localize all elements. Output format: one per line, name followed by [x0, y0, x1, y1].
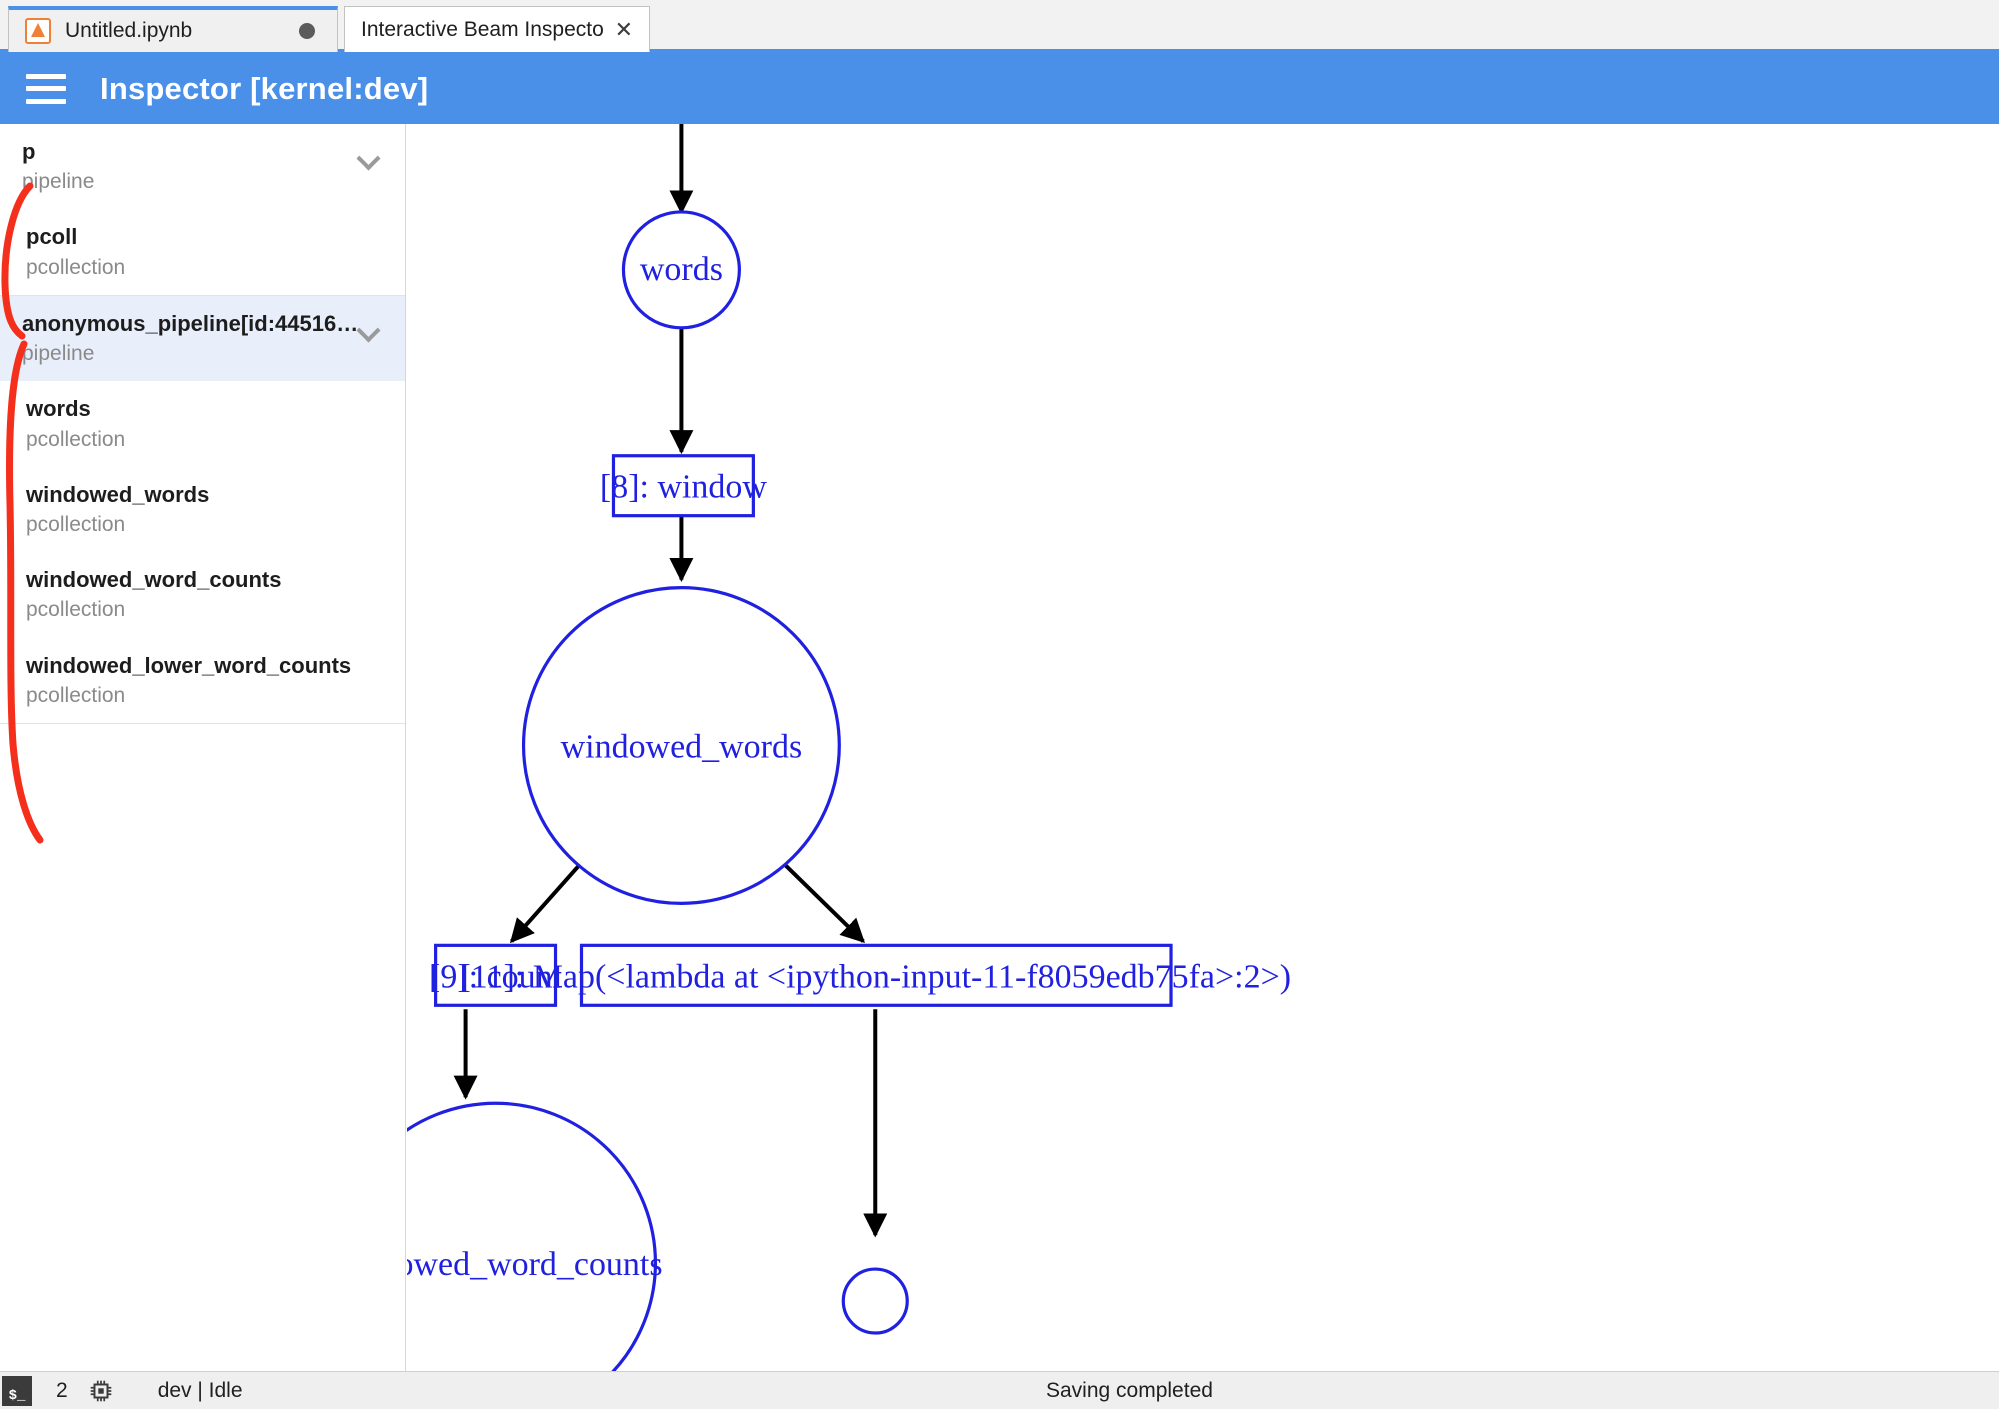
- sidebar-item-pcoll[interactable]: pcoll pcollection: [0, 209, 405, 294]
- sidebar-item-name: p: [22, 139, 36, 164]
- sidebar-item-windowed-lower-word-counts[interactable]: windowed_lower_word_counts pcollection: [0, 638, 405, 723]
- tab-bar-underline: [0, 49, 1999, 54]
- kernel-status[interactable]: dev | Idle: [157, 1378, 243, 1402]
- terminal-count: 2: [56, 1378, 68, 1402]
- page-title: Inspector [kernel:dev]: [100, 70, 429, 106]
- graph-node-window[interactable]: [8]: window: [600, 454, 767, 518]
- chip-icon-svg: [90, 1380, 111, 1401]
- graph-node-windowed-word-counts[interactable]: windowed_word_counts: [407, 1101, 663, 1371]
- inspector-header: Inspector [kernel:dev]: [0, 53, 1999, 124]
- sidebar-item-type: pcollection: [26, 512, 126, 536]
- graph-node-map[interactable]: [11]: Map(<lambda at <ipython-input-11-f…: [459, 943, 1291, 1007]
- sidebar-item-type: pipeline: [22, 342, 95, 366]
- tab-untitled-ipynb[interactable]: Untitled.ipynb: [8, 6, 338, 52]
- sidebar-item-name: pcoll: [26, 224, 78, 250]
- sidebar-item-windowed-word-counts[interactable]: windowed_word_counts pcollection: [0, 552, 405, 637]
- sidebar-item-type: pipeline: [22, 170, 95, 194]
- graph-node-label: [9]: count: [429, 958, 563, 995]
- graph-node-label: words: [640, 251, 723, 288]
- graph-node-label: [11]: Map(<lambda at <ipython-input-11-f…: [459, 958, 1291, 995]
- graph-node-words[interactable]: words: [621, 210, 741, 330]
- sidebar-item-windowed-words[interactable]: windowed_words pcollection: [0, 467, 405, 552]
- sidebar-item-type: pcollection: [26, 683, 126, 707]
- sidebar-item-p[interactable]: p pipeline: [0, 124, 405, 209]
- status-message: Saving completed: [1046, 1378, 1213, 1402]
- close-icon[interactable]: ✕: [614, 16, 633, 42]
- sidebar-item-anonymous-pipeline[interactable]: anonymous_pipeline[id:44516… pipeline: [0, 295, 405, 382]
- tab-label: Untitled.ipynb: [65, 19, 193, 42]
- pipeline-graph: words [8]: window windowed_words [9]: co…: [407, 124, 1291, 1371]
- unsaved-dot-icon[interactable]: [299, 23, 315, 39]
- sidebar-item-name: anonymous_pipeline[id:44516…: [22, 310, 359, 336]
- sidebar-item-name: windowed_lower_word_counts: [26, 652, 352, 678]
- sidebar-item-name: words: [26, 396, 91, 422]
- pipeline-graph-canvas[interactable]: words [8]: window windowed_words [9]: co…: [407, 124, 1999, 1371]
- notebook-icon: [25, 18, 51, 44]
- graph-node-windowed-words[interactable]: windowed_words: [521, 586, 841, 905]
- sidebar-item-name: windowed_words: [26, 481, 210, 507]
- graph-node-count[interactable]: [9]: count: [429, 943, 563, 1007]
- chip-icon[interactable]: [88, 1378, 114, 1404]
- sidebar-group-p: p pipeline pcoll pcollection: [0, 124, 405, 296]
- inspectables-sidebar[interactable]: p pipeline pcoll pcollection anonymous_p…: [0, 124, 406, 1371]
- terminal-icon[interactable]: $_: [2, 1375, 32, 1406]
- hamburger-icon[interactable]: [26, 73, 66, 104]
- graph-node-label: windowed_word_counts: [407, 1246, 663, 1283]
- sidebar-item-words[interactable]: words pcollection: [0, 381, 405, 466]
- edge-windowed-words-to-map: [769, 849, 865, 944]
- tab-interactive-beam-inspector[interactable]: Interactive Beam Inspector ✕: [344, 6, 650, 52]
- sidebar-item-type: pcollection: [26, 598, 126, 622]
- sidebar-item-type: pcollection: [26, 427, 126, 451]
- tab-bar: Untitled.ipynb Interactive Beam Inspecto…: [0, 0, 1999, 54]
- status-bar: $_ 2 dev | Idle Saving completed: [0, 1371, 1999, 1409]
- graph-node-label: windowed_words: [561, 728, 803, 765]
- sidebar-item-name: windowed_word_counts: [26, 567, 282, 593]
- graph-node-lower-word-counts[interactable]: [841, 1267, 909, 1335]
- sidebar-group-anonymous-pipeline: anonymous_pipeline[id:44516… pipeline wo…: [0, 295, 405, 725]
- sidebar-item-type: pcollection: [26, 255, 126, 279]
- tab-label: Interactive Beam Inspector: [361, 17, 605, 41]
- graph-node-label: [8]: window: [600, 469, 767, 506]
